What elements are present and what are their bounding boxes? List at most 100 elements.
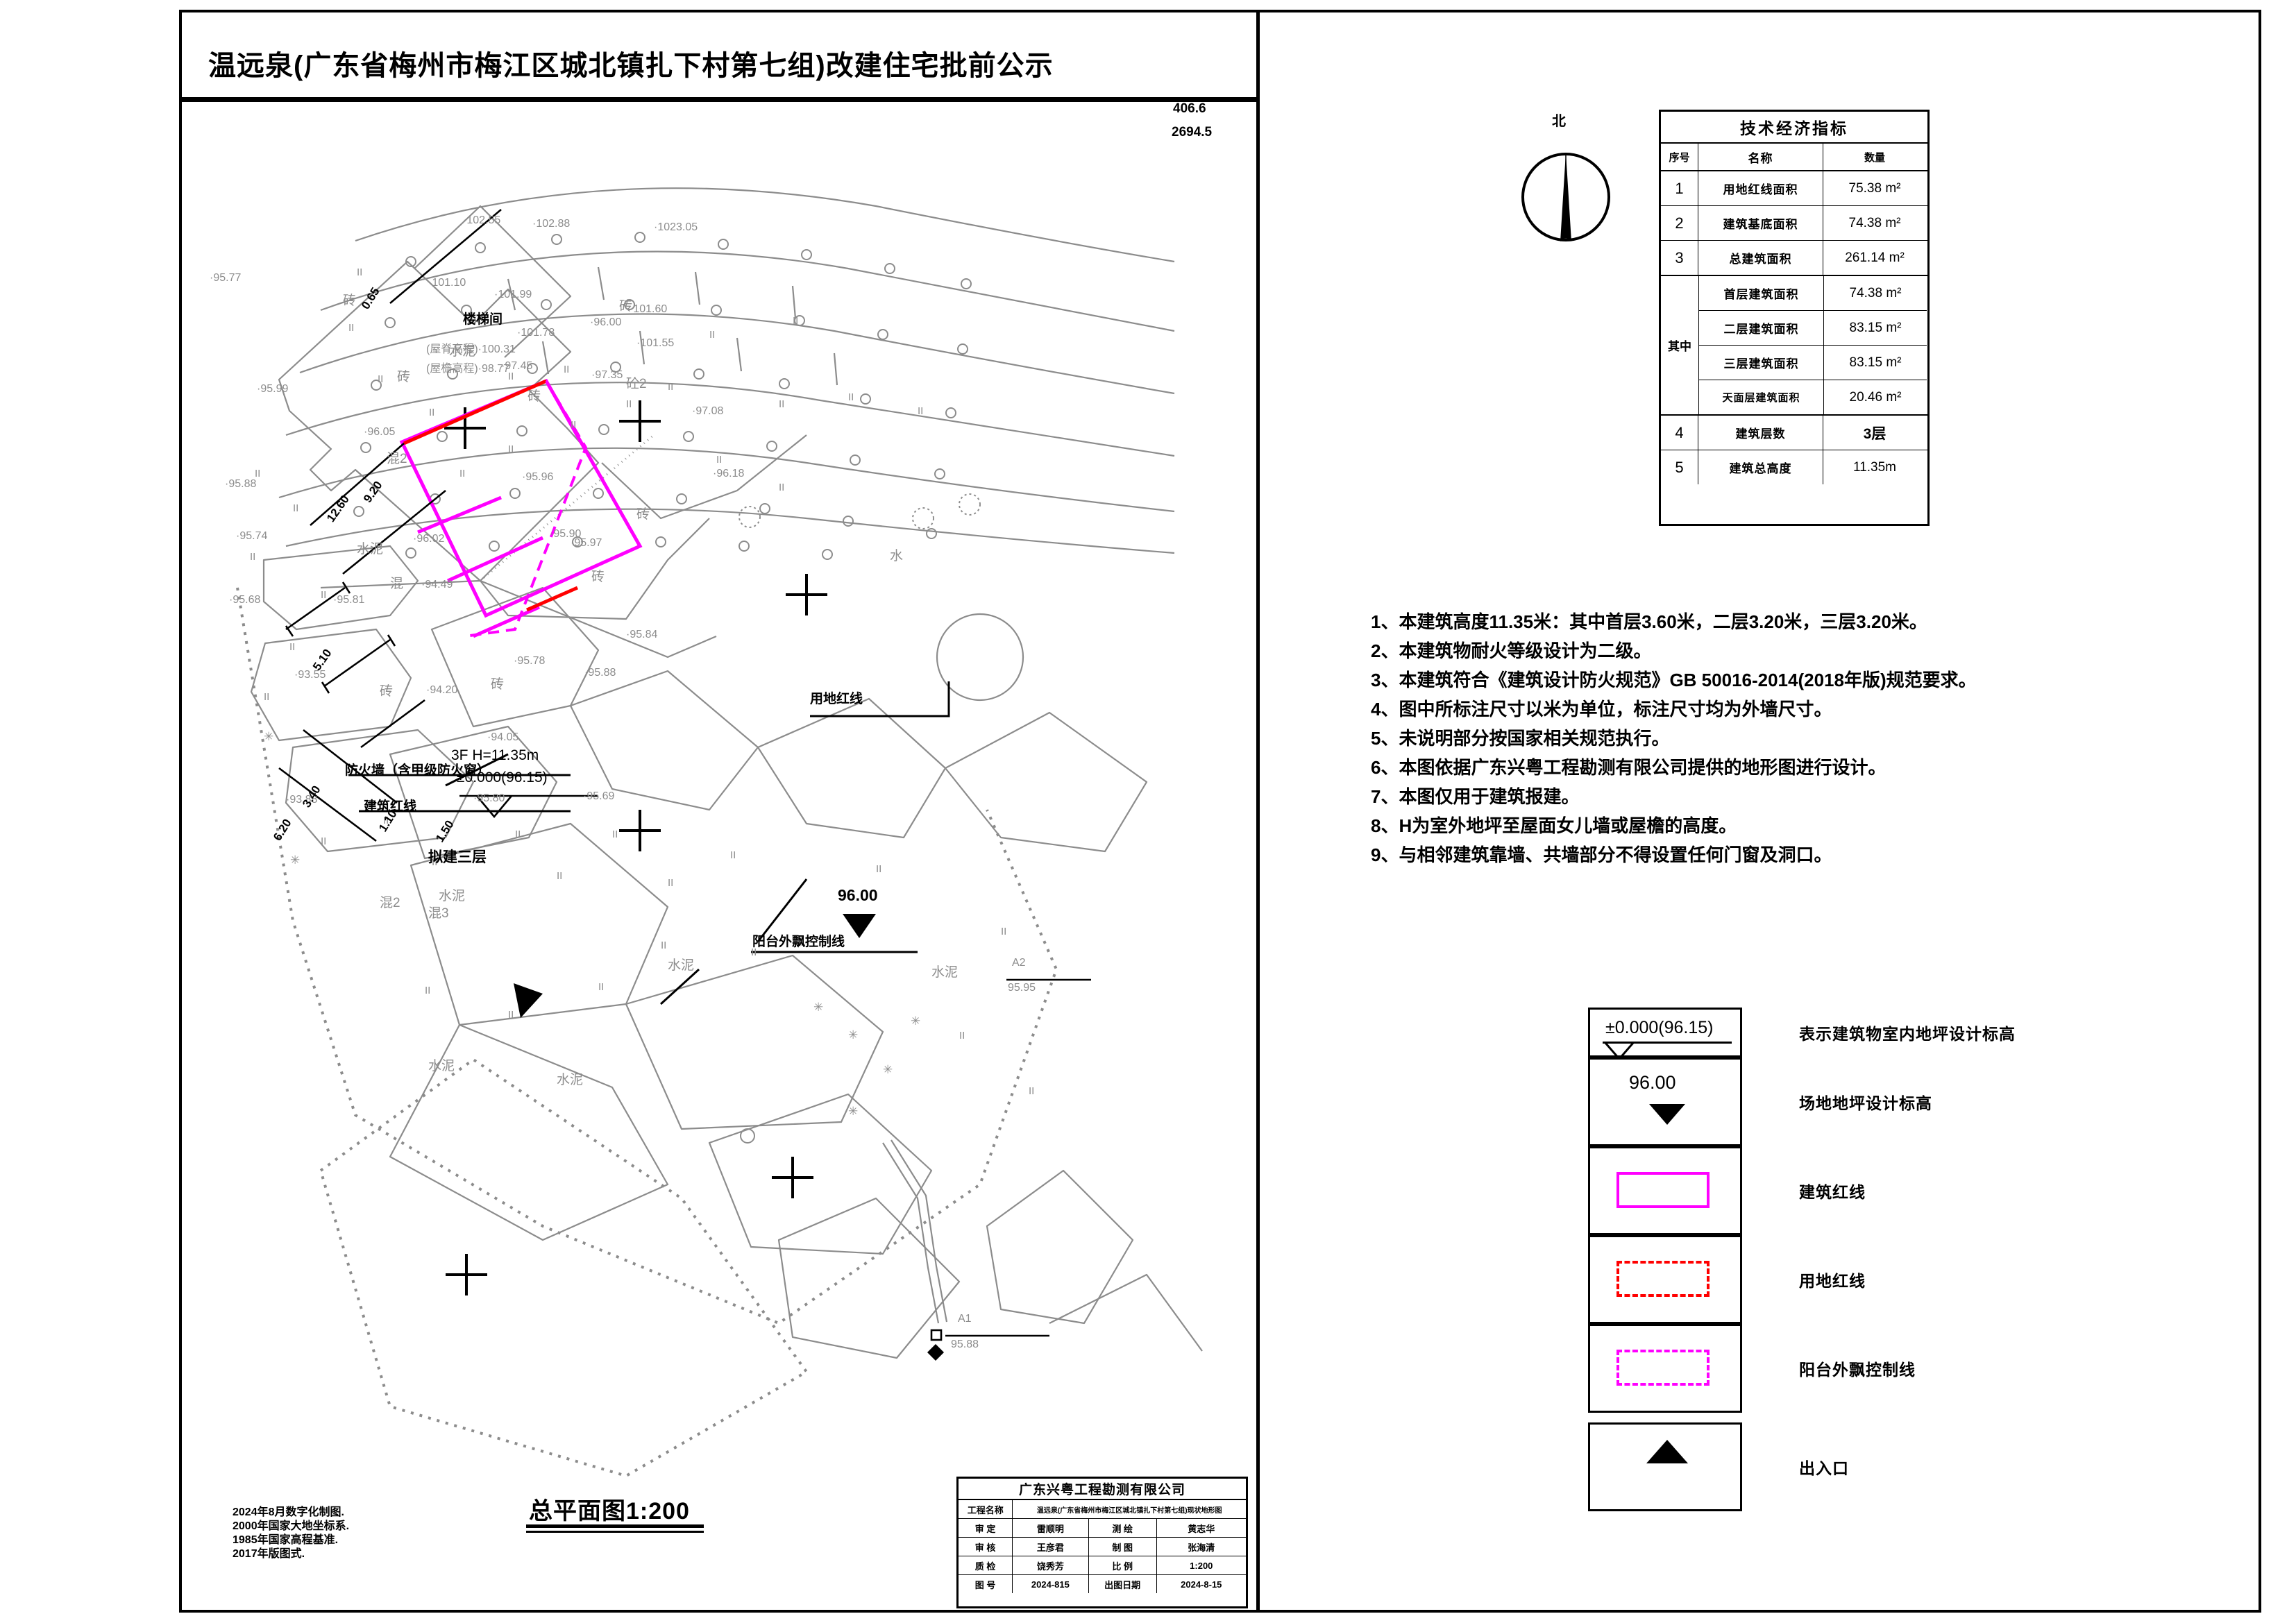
general-note-4: 5、未说明部分按国家相关规范执行。 [1371,728,1670,749]
svg-text:II: II [1001,926,1006,937]
title-block-project-row: 工程名称 温远泉(广东省梅州市梅江区城北镇扎下村第七组)现状地形图 [959,1500,1246,1519]
legend-symbol-entrance [1588,1422,1742,1511]
legend-label-land-redline: 用地红线 [1799,1272,1866,1290]
svg-text:II: II [321,589,326,601]
svg-text:水泥: 水泥 [931,965,958,980]
north-arrow: 北 [1512,110,1620,248]
svg-text:II: II [508,1009,514,1021]
general-notes-list: 1、本建筑高度11.35米：其中首层3.60米，二层3.20米，三层3.20米。… [1371,607,2252,869]
svg-text:水泥: 水泥 [439,888,465,903]
review-value: 王彦君 [1013,1538,1089,1556]
svg-text:·93.88: ·93.88 [286,794,317,806]
tech-row-number: 74.38 [1849,285,1883,300]
svg-text:II: II [571,419,576,431]
map-survey-notes: 2024年8月数字化制图. 2000年国家大地坐标系. 1985年国家高程基准.… [233,1506,349,1561]
indoor-elevation-symbol-line [1603,1042,1732,1044]
survey-value: 黄志华 [1188,1523,1215,1534]
tech-table-row: 3 总建筑面积 261.14 m² [1661,241,1927,276]
svg-text:·95.99: ·95.99 [257,383,288,395]
dashed-magenta-rect-icon [1617,1350,1710,1386]
approve-label: 审 定 [959,1519,1013,1537]
stairwell-label: 楼梯间 [463,312,503,327]
tech-row-value: 83.15 m² [1824,346,1927,380]
svg-text:II: II [515,829,521,840]
svg-text:水泥: 水泥 [357,541,383,556]
drawing-frame [179,10,2261,1613]
svg-text:II: II [779,482,784,493]
svg-text:·94.49: ·94.49 [421,579,453,590]
tech-header-no: 序号 [1661,144,1698,170]
general-note-2: 3、本建筑符合《建筑设计防火规范》GB 50016-2014(2018年版)规范… [1371,670,1977,690]
svg-text:·95.90: ·95.90 [550,528,581,540]
svg-text:·95.96: ·95.96 [522,471,553,483]
svg-text:II: II [709,329,715,341]
svg-text:II: II [668,877,673,889]
tech-row-unit: m² [1886,355,1902,370]
svg-text:混: 混 [390,576,403,591]
svg-text:砖: 砖 [527,389,541,404]
general-note-8: 9、与相邻建筑靠墙、共墙部分不得设置任何门窗及洞口。 [1371,844,1832,865]
svg-text:II: II [508,443,514,455]
svg-text:·95.77: ·95.77 [210,272,241,284]
svg-text:✳: ✳ [848,1105,858,1118]
tech-row-no: 2 [1661,206,1698,240]
map-note-3: 2017年版图式. [233,1548,305,1560]
svg-text:·95.80: ·95.80 [473,792,505,804]
legend-symbol-land-redline [1588,1235,1742,1324]
tech-header-value: 数量 [1864,151,1885,164]
svg-text:水泥: 水泥 [557,1072,583,1087]
svg-text:·96.18: ·96.18 [713,468,744,479]
legend-label-building-redline: 建筑红线 [1799,1183,1866,1201]
scale-label: 比 例 [1089,1556,1157,1574]
filled-triangle-up-icon [1646,1440,1688,1463]
tech-table-header: 序号 名称 数量 [1661,144,1927,171]
tech-row-no: 4 [1661,416,1698,450]
tech-row-unit: m² [1885,215,1901,230]
svg-text:✳: ✳ [264,730,273,743]
svg-text:混2: 混2 [380,895,400,910]
building-redline-leader-label: 建筑红线 [364,799,417,814]
drafting-value: 张海清 [1188,1542,1215,1553]
tech-row-name: 建筑基底面积 [1698,206,1823,240]
svg-text:·101.60: ·101.60 [630,303,667,315]
tech-table-row: 5 建筑总高度 11.35m [1661,450,1927,484]
tech-row-name: 首层建筑面积 [1699,276,1824,310]
quality-value: 饶秀芳 [1013,1556,1089,1574]
svg-text:II: II [289,641,295,653]
proposed-building-label: 拟建三层 [428,849,487,865]
svg-text:·95.78: ·95.78 [514,655,545,667]
plan-scale-caption: 总平面图1:200 [529,1498,690,1524]
svg-text:·102.55: ·102.55 [463,214,500,226]
title-block-row: 审 定 雷顺明 测 绘 黄志华 [959,1519,1246,1538]
tech-row-no: 5 [1661,450,1698,484]
north-arrow-icon [1521,153,1610,241]
legend-symbol-balcony-line [1588,1324,1742,1413]
general-note-6: 7、本图仅用于建筑报建。 [1371,786,1580,807]
tech-table-row: 首层建筑面积 74.38 m² [1699,276,1927,311]
svg-text:·96.02: ·96.02 [413,533,444,545]
svg-text:·101.10: ·101.10 [428,277,466,289]
survey-label: 测 绘 [1089,1519,1157,1537]
tech-row-number: 20.46 [1849,389,1883,405]
svg-text:·94.05: ·94.05 [487,731,518,743]
svg-text:II: II [264,691,269,703]
svg-text:✳: ✳ [290,853,300,867]
dashed-red-rect-icon [1617,1261,1710,1297]
svg-text:·102.88: ·102.88 [532,218,570,230]
ridge-elevation-label: (屋脊高程)·100.31 [426,343,516,355]
quality-label: 质 检 [959,1556,1013,1574]
legend: ±0.000(96.15) 表示建筑物室内地坪设计标高 96.00 场地地坪设计… [1588,1008,2178,1511]
legend-symbol-indoor-elevation: ±0.000(96.15) [1588,1008,1742,1060]
land-redline-leader-label: 用地红线 [810,692,863,706]
svg-text:II: II [959,1030,965,1042]
svg-text:II: II [876,863,881,875]
north-arrow-label: 北 [1552,114,1566,129]
project-name-value: 温远泉(广东省梅州市梅江区城北镇扎下村第七组)现状地形图 [1036,1506,1222,1515]
svg-text:II: II [779,398,784,410]
svg-text:II: II [626,398,632,410]
svg-text:砖: 砖 [397,369,410,384]
svg-text:·97.45: ·97.45 [501,360,532,372]
issue-date-label: 出图日期 [1089,1575,1157,1593]
tech-row-value: 3层 [1863,425,1886,442]
svg-text:II: II [598,981,604,993]
